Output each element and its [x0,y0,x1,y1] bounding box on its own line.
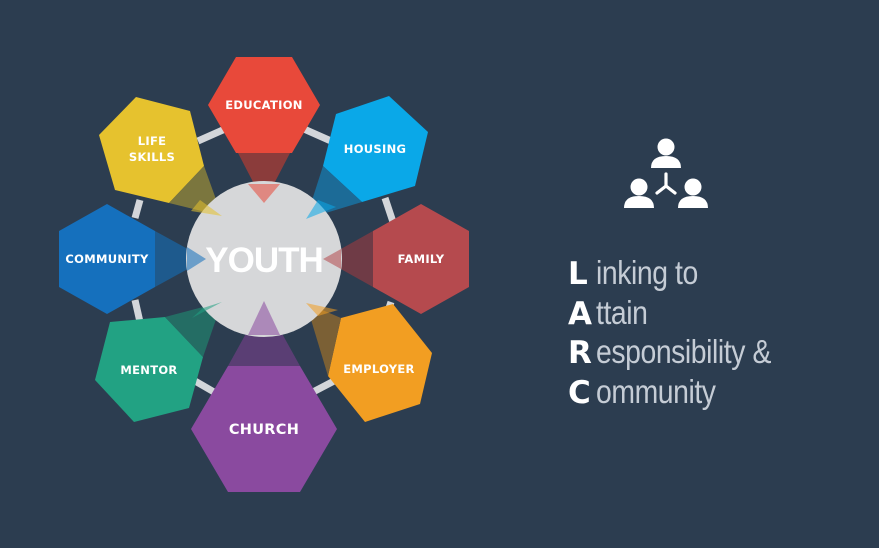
youth-circle [186,181,342,337]
acronym-letter: A [568,295,592,332]
acronym-text: inking to [596,254,698,291]
education-label: EDUCATION [225,98,302,112]
church-label: CHURCH [229,422,299,438]
acronym-row-r: R esponsibility & [568,332,799,372]
acronym-row-l: L inking to [568,253,799,293]
acronym-row-c: C ommunity [568,372,799,412]
acronym-text: esponsibility & [596,333,771,370]
pointer-tips [187,184,341,335]
hexagon-church[interactable]: CHURCH [191,366,337,492]
hexagon-employer[interactable]: EMPLOYER [328,304,432,422]
hexagon-family[interactable]: FAMILY [373,204,469,314]
life-skills-label-line1: LIFE [138,134,167,148]
hexagon-housing[interactable]: HOUSING [323,96,428,202]
employer-label: EMPLOYER [343,362,414,376]
people-network-icon [624,138,708,208]
life-skills-label-line2: SKILLS [129,150,175,164]
acronym-text: ommunity [596,372,716,410]
community-label: COMMUNITY [65,252,149,266]
mentor-label: MENTOR [120,363,177,377]
hexagon-education[interactable]: EDUCATION [208,57,320,153]
acronym-letter: L [568,256,588,292]
youth-label: YOUTH [205,241,323,280]
housing-label: HOUSING [344,142,406,156]
acronym-row-a: A ttain [568,293,799,333]
larc-acronym: L inking to A ttain R esponsibility & C … [568,253,799,411]
family-label: FAMILY [398,252,445,266]
hexagon-mentor[interactable]: MENTOR [95,317,203,422]
acronym-letter: R [568,335,592,371]
acronym-text: ttain [596,293,648,331]
hexagon-life-skills[interactable]: LIFE SKILLS [99,97,204,203]
acronym-letter: C [568,374,591,411]
hexagon-community[interactable]: COMMUNITY [59,204,155,314]
